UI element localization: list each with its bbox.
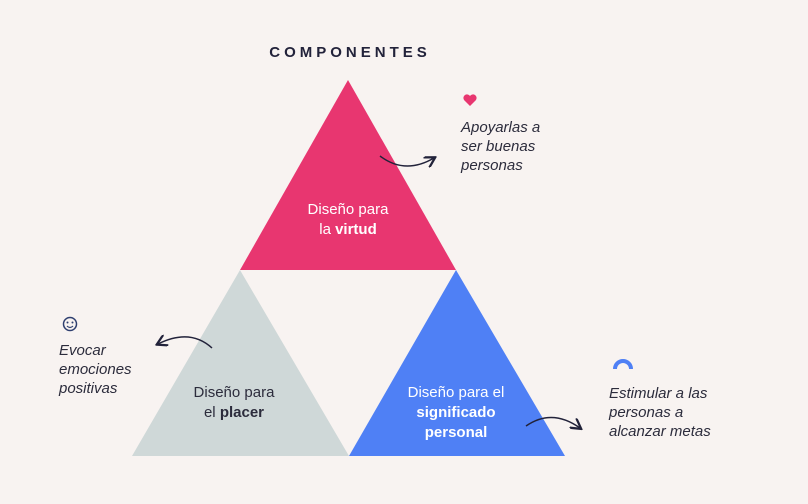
label-line: Diseño para el bbox=[407, 384, 505, 401]
smiley-icon bbox=[62, 316, 78, 332]
arrow-placer bbox=[158, 337, 213, 349]
label-line: Diseño para bbox=[193, 384, 275, 401]
label-bold: significado bbox=[416, 404, 496, 421]
note-line: Estimular a las bbox=[609, 385, 708, 402]
arrow-significado bbox=[525, 416, 580, 428]
note-line: positivas bbox=[59, 380, 118, 397]
label-virtud: Diseño para la virtud bbox=[278, 200, 418, 240]
arc-icon bbox=[613, 359, 633, 370]
note-line: emociones bbox=[59, 361, 132, 378]
label-line: la bbox=[319, 221, 336, 238]
label-line: Diseño para bbox=[307, 201, 389, 218]
triangle-placer bbox=[132, 270, 349, 456]
note-line: ser buenas bbox=[461, 138, 536, 155]
triangle-virtud bbox=[240, 80, 456, 270]
note-line: personas bbox=[461, 157, 523, 174]
arrow-virtud bbox=[379, 155, 434, 166]
label-bold: placer bbox=[219, 404, 265, 421]
note-virtud: Apoyarlas a ser buenas personas bbox=[461, 118, 591, 175]
triangle-significado bbox=[349, 270, 565, 456]
note-placer: Evocar emociones positivas bbox=[59, 341, 189, 398]
note-line: personas a bbox=[609, 404, 684, 421]
note-line: Apoyarlas a bbox=[461, 119, 541, 136]
label-bold: personal bbox=[424, 424, 488, 441]
note-significado: Estimular a las personas a alcanzar meta… bbox=[609, 384, 739, 441]
note-line: alcanzar metas bbox=[609, 423, 711, 440]
label-bold: virtud bbox=[335, 221, 377, 238]
note-line: Evocar bbox=[59, 342, 106, 359]
heart-icon bbox=[463, 94, 477, 106]
label-significado: Diseño para el significado personal bbox=[386, 383, 526, 443]
diagram-title: COMPONENTES bbox=[269, 44, 431, 61]
label-placer: Diseño para el placer bbox=[164, 383, 304, 423]
label-line: el bbox=[203, 404, 220, 421]
